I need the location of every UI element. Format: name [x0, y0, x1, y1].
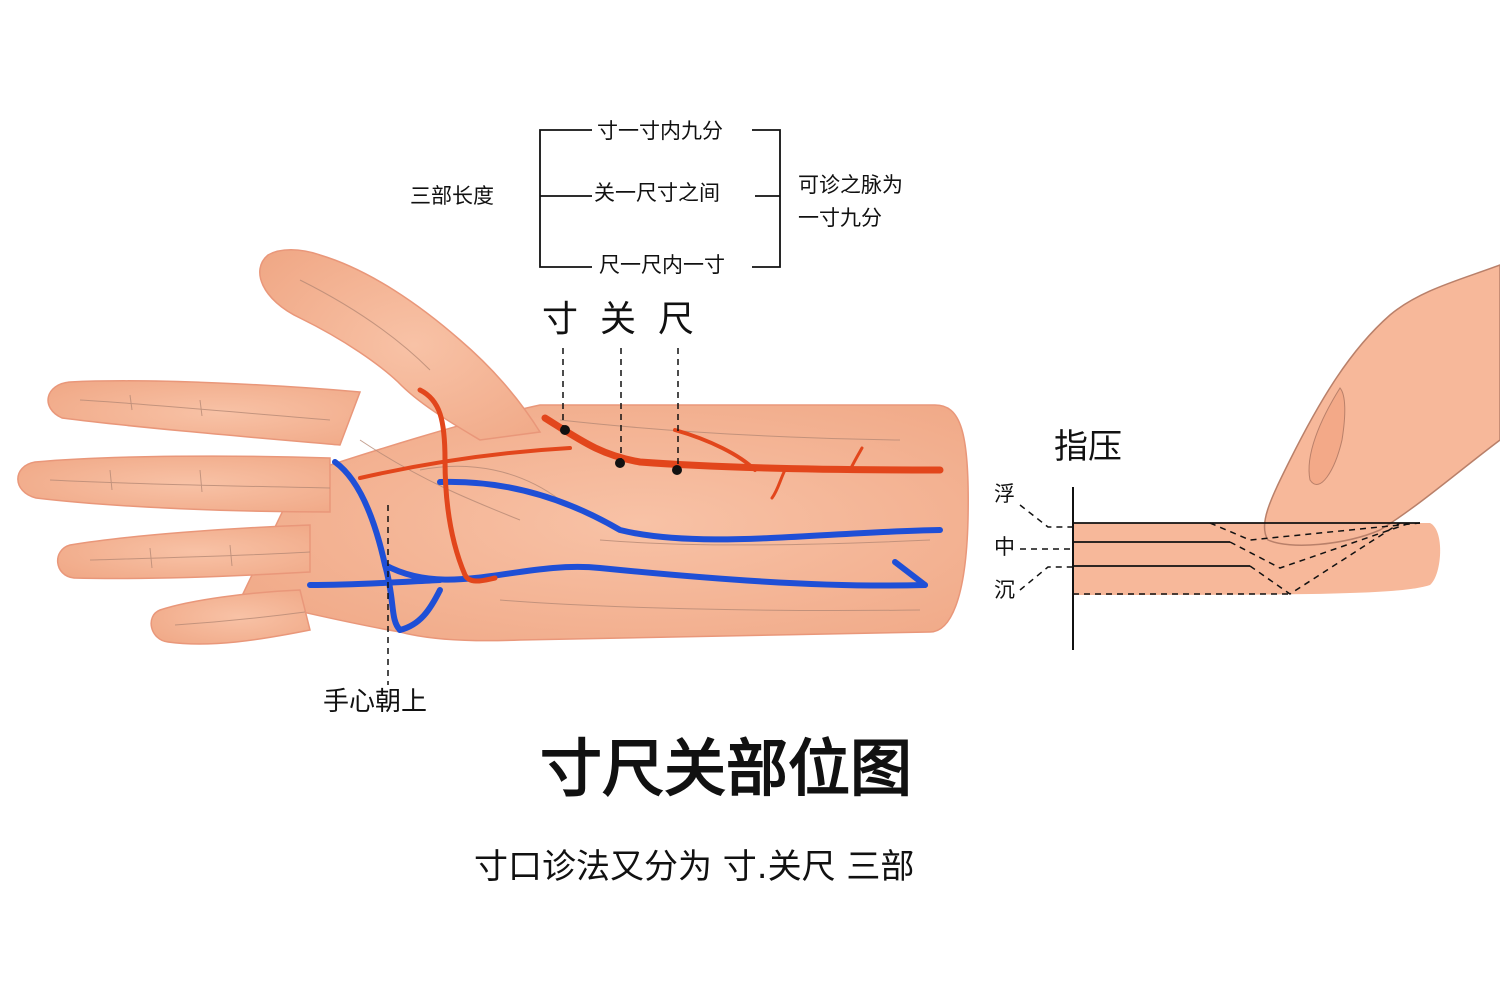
marker-dot-cun — [560, 425, 570, 435]
marker-dot-guan — [615, 458, 625, 468]
bracket-right-label-2: 一寸九分 — [798, 206, 882, 230]
page-title: 寸尺关部位图 — [540, 732, 913, 805]
fingernail — [1308, 387, 1346, 485]
skin-section — [1073, 523, 1441, 595]
finger-little — [150, 589, 311, 645]
page-subtitle: 寸口诊法又分为 寸.关尺 三部 — [474, 847, 915, 887]
bracket-row-chi: 尺一尺内一寸 — [599, 253, 725, 277]
marker-dot-chi — [672, 465, 682, 475]
palm-note: 手心朝上 — [323, 687, 428, 717]
depth-level-chen: 沉 — [994, 578, 1015, 602]
marker-guides — [387, 348, 679, 685]
marker-label-cun: 寸 — [542, 299, 579, 340]
bracket-left-label: 三部长度 — [410, 184, 494, 208]
depth-dashed-lines — [1019, 504, 1421, 595]
press-title: 指压 — [1054, 427, 1122, 467]
bone-sketch-lines — [49, 279, 931, 626]
length-bracket — [539, 129, 781, 268]
bracket-right-label-1: 可诊之脉为 — [798, 173, 903, 197]
pressing-finger — [1263, 264, 1500, 546]
thumb — [259, 249, 542, 441]
depth-level-zhong: 中 — [994, 535, 1015, 559]
veins — [307, 459, 943, 633]
finger-ring — [56, 524, 311, 580]
bracket-row-guan: 关一尺寸之间 — [594, 181, 720, 205]
arteries — [358, 387, 944, 584]
finger-index — [47, 380, 362, 446]
depth-lines — [1073, 522, 1420, 567]
bracket-row-cun: 寸一寸内九分 — [597, 119, 723, 143]
marker-label-chi: 尺 — [658, 299, 695, 340]
depth-level-fu: 浮 — [994, 482, 1015, 506]
marker-label-guan: 关 — [600, 299, 637, 340]
